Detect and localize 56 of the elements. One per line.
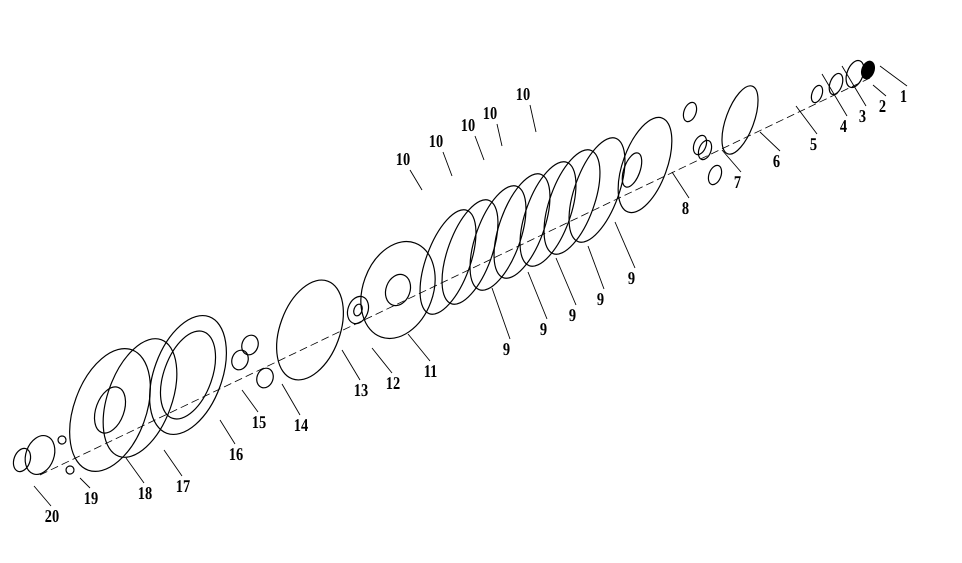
callout-number: 15 <box>252 413 266 431</box>
callout-number: 17 <box>176 477 190 495</box>
callout-number: 6 <box>772 152 780 170</box>
leader-line <box>614 222 636 268</box>
callout-number: 16 <box>228 445 244 463</box>
callout-number: 10 <box>516 85 530 103</box>
callout-number: 1 <box>900 87 908 105</box>
leader-line <box>760 132 780 152</box>
leader-line <box>282 384 300 416</box>
callout-number: 4 <box>840 117 848 135</box>
callout-number: 9 <box>596 290 604 308</box>
callout-number: 18 <box>138 484 152 502</box>
callout-number: 2 <box>878 97 886 115</box>
leader-line <box>496 124 502 146</box>
leader-line <box>842 66 866 106</box>
callout-number: 14 <box>294 416 308 434</box>
callout-number: 9 <box>568 306 576 324</box>
leader-line <box>220 420 236 444</box>
leader-line <box>528 272 548 320</box>
leader-line <box>34 486 52 506</box>
callout-number: 12 <box>386 374 400 392</box>
callout-number: 10 <box>428 132 444 150</box>
leader-line <box>410 170 422 190</box>
leader-line <box>442 152 452 176</box>
leader-line <box>880 66 908 86</box>
leader-line <box>474 136 484 160</box>
leader-line <box>872 84 886 96</box>
leader-line <box>342 350 360 380</box>
leader-line <box>722 150 742 172</box>
leader-line <box>672 172 690 198</box>
callout-number: 7 <box>734 173 742 191</box>
leader-line <box>126 458 144 484</box>
leader-line <box>588 246 604 290</box>
leader-line <box>492 288 510 340</box>
leader-line <box>796 106 818 134</box>
callout-number: 11 <box>424 362 438 380</box>
leader-line <box>372 348 392 374</box>
callout-number: 8 <box>682 199 690 217</box>
callout-number: 5 <box>810 135 818 153</box>
leader-line <box>408 334 430 362</box>
callout-number: 10 <box>396 150 410 168</box>
callout-number: 9 <box>628 269 636 287</box>
leader-line <box>242 390 258 412</box>
callout-number: 9 <box>502 340 510 358</box>
callout-number: 3 <box>858 107 866 125</box>
leader-line <box>80 478 90 488</box>
callout-number: 20 <box>44 507 60 525</box>
callout-number: 10 <box>482 104 498 122</box>
leader-line <box>530 104 536 132</box>
leader-line <box>556 258 576 306</box>
leader-line <box>164 450 182 476</box>
callout-number: 9 <box>540 320 548 338</box>
callout-number: 13 <box>354 381 368 399</box>
leader-line <box>822 74 848 116</box>
callout-number: 10 <box>460 116 476 134</box>
callout-number: 19 <box>84 489 98 507</box>
